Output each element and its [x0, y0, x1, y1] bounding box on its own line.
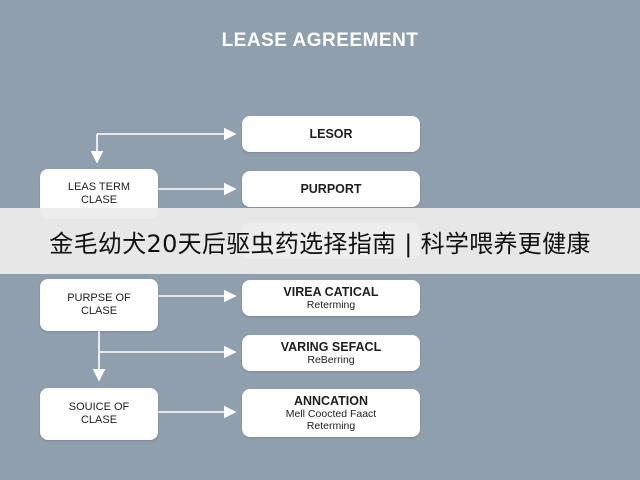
- box-line: LEAS TERM: [67, 181, 131, 193]
- box-line: ReBerring: [307, 354, 355, 366]
- box-lesor: LESOR: [242, 116, 420, 152]
- box-line: PURPORT: [300, 182, 362, 196]
- overlay-banner: 金毛幼犬20天后驱虫药选择指南 | 科学喂养更健康: [0, 208, 640, 274]
- box-anncation: ANNCATION Mell Coocted Faact Reterming: [242, 389, 420, 437]
- box-source-of-clause: SOUICE OF CLASE: [40, 388, 158, 440]
- box-purport: PURPORT: [242, 171, 420, 207]
- box-line: Reterming: [306, 299, 356, 311]
- box-line: VIREA CATICAL: [283, 285, 379, 299]
- box-varing-sefacl: VARING SEFACL ReBerring: [242, 335, 420, 371]
- diagram-title: LEASE AGREEMENT: [221, 30, 419, 51]
- box-line: LESOR: [309, 127, 353, 141]
- box-line: SOUICE OF: [68, 401, 130, 413]
- box-line: CLASE: [80, 414, 118, 426]
- box-line: ANNCATION: [293, 394, 369, 408]
- box-line: VARING SEFACL: [280, 340, 382, 354]
- box-virea-catical: VIREA CATICAL Reterming: [242, 280, 420, 316]
- banner-text: 金毛幼犬20天后驱虫药选择指南 | 科学喂养更健康: [49, 229, 591, 258]
- box-line: CLASE: [80, 194, 118, 206]
- box-line: CLASE: [80, 305, 118, 317]
- box-line: Reterming: [306, 420, 356, 432]
- box-line: PURPSE OF: [67, 292, 131, 304]
- box-purpose-of-clause: PURPSE OF CLASE: [40, 279, 158, 331]
- box-line: Mell Coocted Faact: [285, 408, 377, 420]
